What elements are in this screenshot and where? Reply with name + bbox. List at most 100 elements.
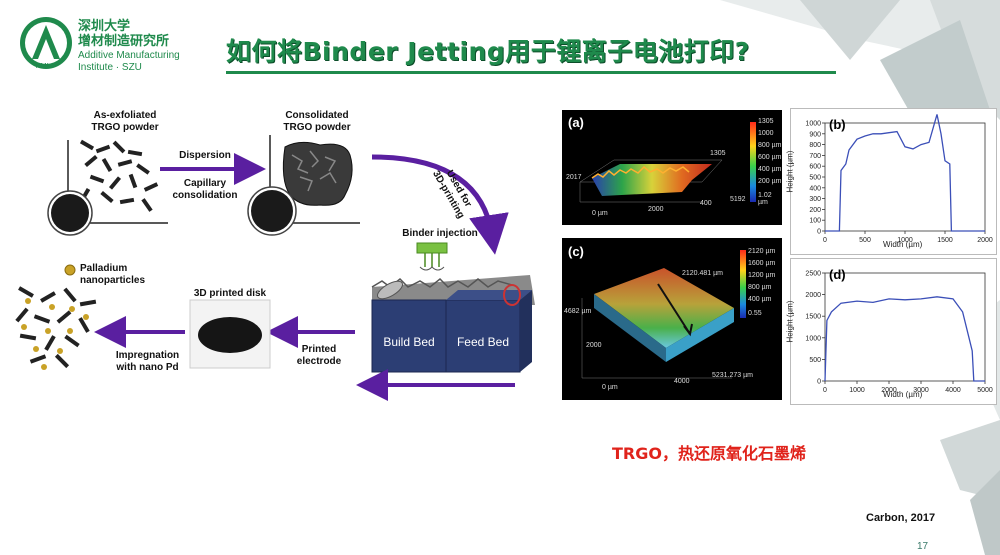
panel-c-scale-2: 1200 µm xyxy=(748,272,776,279)
logo-cn-1: 深圳大学 xyxy=(78,19,131,34)
slide-title: 如何将Binder Jetting用于锂离子电池打印? xyxy=(226,37,750,66)
panel-c-axis-5: 5231.273 µm xyxy=(712,372,754,379)
chart-b-ytick-label: 900 xyxy=(809,131,821,138)
panel-a-scale-3: 600 µm xyxy=(758,154,782,161)
panel-a-scale-6: 1.02 µm xyxy=(758,192,772,206)
logo-cn-2: 增材制造研究所 xyxy=(78,34,170,49)
panel-c-axis-0: 2120.481 µm xyxy=(682,270,724,277)
panel-a-scale-2: 800 µm xyxy=(758,142,782,149)
label-palladium: Palladium nanoparticles xyxy=(80,263,146,286)
label-binder-injection: Binder injection xyxy=(402,228,478,239)
label-printed-disk: 3D printed disk xyxy=(193,288,267,299)
chart-b-ylabel: Height (µm) xyxy=(785,150,795,193)
chart-d-ytick-label: 1500 xyxy=(805,314,821,321)
chart-b-height-profile-line xyxy=(825,114,985,232)
chart-b-axes-frame xyxy=(824,122,986,232)
logo-en-1: Additive Manufacturing xyxy=(78,50,180,61)
chart-d-plot: 0 1000 2000 3000 4000 5000 0 500 1000 1500 2000 250… xyxy=(805,271,993,395)
label-build-bed: Build Bed xyxy=(383,335,435,349)
chart-b-ytick-label: 100 xyxy=(809,218,821,225)
chart-b-ytick-label: 300 xyxy=(809,196,821,203)
process-diagram xyxy=(15,135,535,401)
panel-c-scale-4: 400 µm xyxy=(748,296,772,303)
chart-d-xtick-label: 2000 xyxy=(881,387,897,394)
chart-d-xtick-label: 1000 xyxy=(849,387,865,394)
chart-b-ytick-label: 700 xyxy=(809,153,821,160)
chart-b-xtick-label: 1000 xyxy=(897,237,913,244)
binder-jet-printer xyxy=(371,242,535,373)
panel-c-axis-4: 4000 xyxy=(674,378,690,385)
chart-b-ytick-label: 800 xyxy=(809,142,821,149)
label-printed-electrode: Printed electrode xyxy=(296,344,342,367)
panel-a-scale-5: 200 µm xyxy=(758,178,782,185)
chart-b-xtick-label: 2000 xyxy=(977,237,993,244)
chart-b-label: (b) xyxy=(829,117,846,132)
citation: Carbon, 2017 xyxy=(866,512,936,524)
chart-b-ytick-label: 500 xyxy=(809,175,821,182)
ami-logo-icon xyxy=(20,17,72,69)
panel-a-axis-0: 2017 xyxy=(566,174,582,181)
chart-d-ytick-label: 0 xyxy=(817,379,821,386)
chart-b-ytick-label: 400 xyxy=(809,185,821,192)
panel-a-axis-3: 2000 xyxy=(648,206,664,213)
label-as-exfoliated: As-exfoliated TRGO powder xyxy=(91,110,159,133)
panel-c-label: (c) xyxy=(568,244,584,259)
chart-d-height-profile-line xyxy=(824,296,985,382)
panel-a-scale-4: 400 µm xyxy=(758,166,782,173)
chart-b-xlabel: Width (µm) xyxy=(883,240,923,249)
institute-logo: AMI 深圳大学 增材制造研究所 Additive Manufacturing … xyxy=(18,15,208,75)
chart-b-ytick-label: 0 xyxy=(817,229,821,236)
chart-b-ytick-label: 200 xyxy=(809,207,821,214)
panel-c-axis-1: 4682 µm xyxy=(564,308,592,315)
chart-d-xtick-label: 0 xyxy=(823,387,827,394)
panel-a-axis-2: 0 µm xyxy=(592,210,608,217)
panel-a-axis-1: 1305 xyxy=(710,150,726,157)
chart-d-xtick-label: 4000 xyxy=(945,387,961,394)
chart-b-plot: 0 500 1000 1500 2000 0 100 200 300 400 500 600 700 80… xyxy=(805,114,993,244)
panel-a-axis-4: 400 xyxy=(700,200,712,207)
chart-b-ytick-label: 600 xyxy=(809,164,821,171)
label-consolidated: Consolidated TRGO powder xyxy=(283,110,351,133)
chart-d-axes-frame xyxy=(824,272,986,382)
panel-c-3d-surface: (c) 2120 µm 1600 µm 1200 µm 800 µm 400 µ… xyxy=(562,238,782,400)
chart-d-ylabel: Height (µm) xyxy=(785,300,795,343)
chart-d-ytick-label: 1000 xyxy=(805,335,821,342)
panel-c-axis-3: 0 µm xyxy=(602,384,618,391)
chart-b-xtick-label: 0 xyxy=(823,237,827,244)
chart-d: 0 1000 2000 3000 4000 5000 0 500 1000 1500 2000 250… xyxy=(785,258,997,405)
chart-d-ytick-label: 2000 xyxy=(805,292,821,299)
label-impregnation: Impregnation with nano Pd xyxy=(115,350,180,373)
printed-disk-photo xyxy=(189,299,271,369)
panel-a-scale-1: 1000 xyxy=(758,130,774,137)
as-exfoliated-powder xyxy=(47,139,168,236)
label-dispersion: Dispersion xyxy=(179,150,231,161)
panel-a-3d-surface: (a) 1305 1000 800 µm 600 µm 400 µm 200 µ… xyxy=(562,110,782,225)
panel-c-scale-1: 1600 µm xyxy=(748,260,776,267)
consolidated-powder xyxy=(247,135,360,236)
chart-d-xlabel: Width (µm) xyxy=(883,390,923,399)
chart-b-xtick-label: 1500 xyxy=(937,237,953,244)
logo-abbr: AMI xyxy=(36,63,49,70)
chart-d-ytick-label: 500 xyxy=(809,357,821,364)
chart-b-xtick-label: 500 xyxy=(859,237,871,244)
page-number: 17 xyxy=(917,541,929,552)
chart-d-label: (d) xyxy=(829,267,846,282)
panel-a-scale-0: 1305 xyxy=(758,118,774,125)
panel-c-axis-2: 2000 xyxy=(586,342,602,349)
label-feed-bed: Feed Bed xyxy=(456,335,510,349)
panel-a-axis-5: 5192 xyxy=(730,196,746,203)
panel-c-scale-5: 0.55 xyxy=(748,310,762,317)
panel-c-scale-3: 800 µm xyxy=(748,284,772,291)
trgo-caption: TRGO，热还原氧化石墨烯 xyxy=(612,444,806,463)
chart-b-ytick-label: 1000 xyxy=(805,121,821,128)
panel-a-label: (a) xyxy=(568,115,584,130)
panel-c-scale-0: 2120 µm xyxy=(748,248,776,255)
chart-d-ytick-label: 2500 xyxy=(805,271,821,278)
chart-b: 0 500 1000 1500 2000 0 100 200 300 400 500 600 700 80… xyxy=(785,108,997,255)
pd-impregnated-flakes xyxy=(15,264,97,370)
chart-d-xtick-label: 5000 xyxy=(977,387,993,394)
chart-d-xtick-label: 3000 xyxy=(913,387,929,394)
title-underline xyxy=(226,71,836,74)
logo-en-2: Institute · SZU xyxy=(78,62,142,73)
label-capillary: Capillary consolidation xyxy=(172,178,238,201)
